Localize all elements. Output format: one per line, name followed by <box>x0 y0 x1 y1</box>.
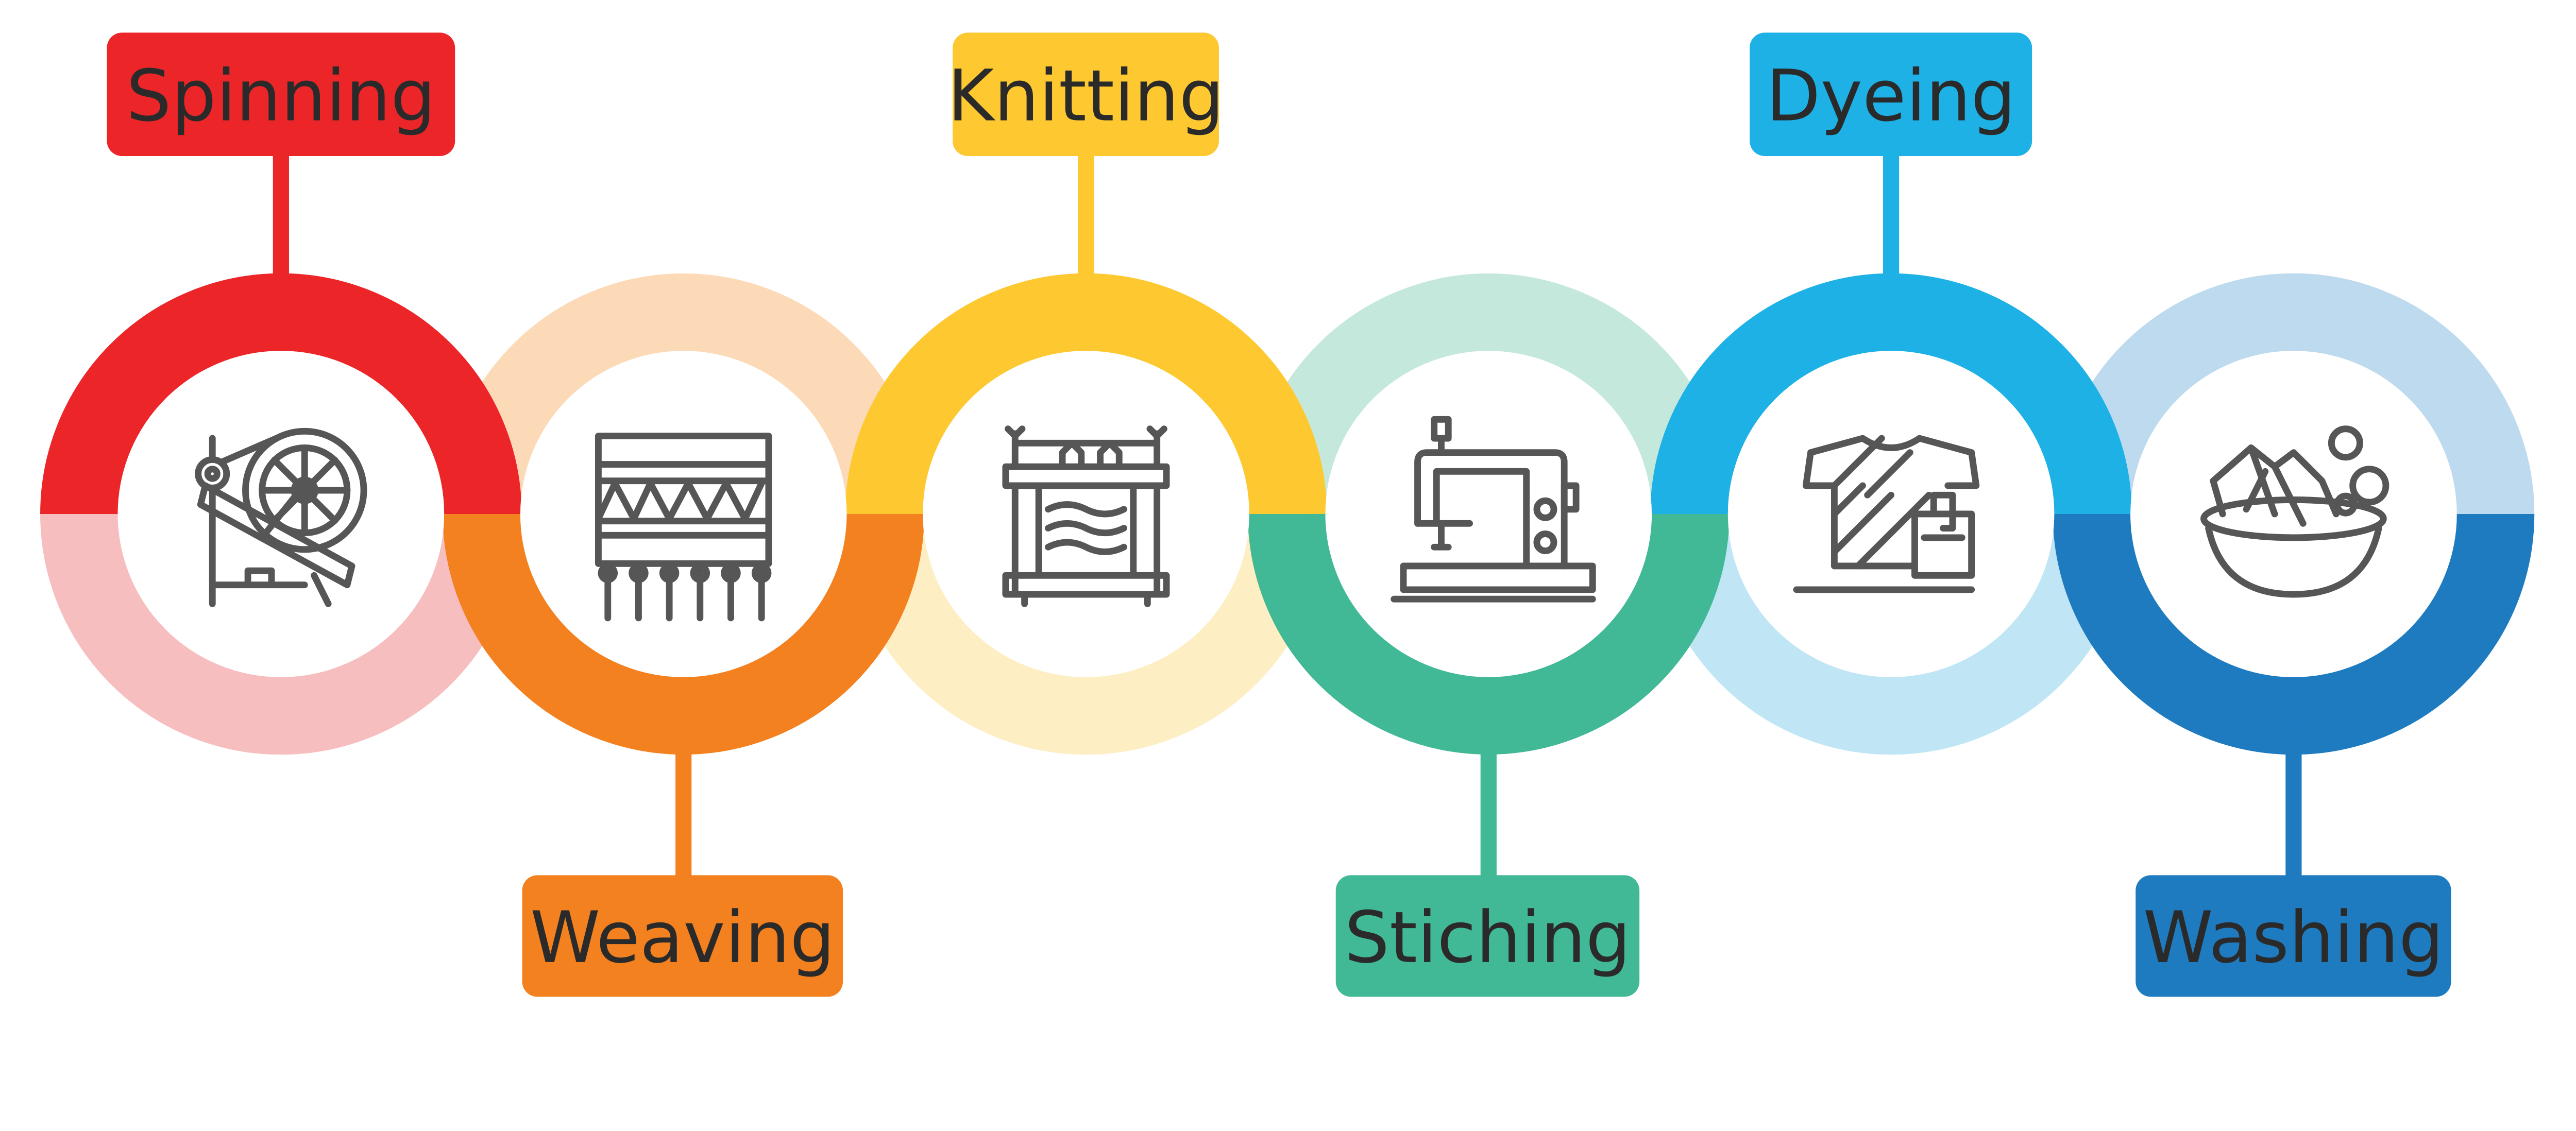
ring-accent-half <box>40 273 522 515</box>
ring-accent-half <box>2053 513 2535 755</box>
step-label: Knitting <box>947 55 1224 138</box>
ring-light-half <box>2053 273 2535 515</box>
icon-background <box>1325 351 1652 677</box>
step-label: Weaving <box>530 897 835 979</box>
ring-accent-half <box>1650 273 2132 515</box>
ring-accent-half <box>845 273 1327 515</box>
step-label-box <box>1750 32 2032 156</box>
step-label: Stiching <box>1345 897 1631 979</box>
ring-light-halves <box>40 273 2535 755</box>
ring-accent-half <box>1247 513 1730 755</box>
ring-light-half <box>40 513 522 755</box>
washing-bowl-icon <box>2200 425 2389 598</box>
step-label-box <box>522 875 843 997</box>
ring-light-half <box>443 273 924 515</box>
icon-background <box>1727 351 2055 677</box>
loom-tapestry-icon <box>595 433 772 622</box>
knitting-machine-icon <box>1002 425 1170 607</box>
connector-line <box>1480 726 1497 878</box>
dyed-tshirt-icon <box>1793 435 1980 593</box>
connector-line <box>675 726 692 878</box>
connector-line <box>2285 726 2302 878</box>
connector-line <box>273 153 289 300</box>
step-label: Dyeing <box>1766 55 2016 138</box>
step-label-box <box>107 32 455 156</box>
icon-background <box>923 351 1249 677</box>
ring-light-half <box>845 513 1327 755</box>
step-label: Spinning <box>126 55 436 138</box>
ring-light-half <box>1650 513 2132 755</box>
ring-light-half <box>1247 273 1730 515</box>
connectors <box>273 153 2302 878</box>
step-label-box <box>1335 875 1640 997</box>
icon-background <box>520 351 847 677</box>
icons <box>195 416 2389 622</box>
connector-line <box>1883 153 1900 300</box>
icon-background <box>2130 351 2457 677</box>
sewing-machine-icon <box>1391 416 1596 603</box>
step-label-box <box>2136 875 2451 997</box>
connector-line <box>1078 153 1094 300</box>
step-label-box <box>953 32 1219 156</box>
spinning-wheel-icon <box>195 427 367 607</box>
ring-accent-half <box>443 513 924 755</box>
step-label: Washing <box>2143 897 2444 979</box>
